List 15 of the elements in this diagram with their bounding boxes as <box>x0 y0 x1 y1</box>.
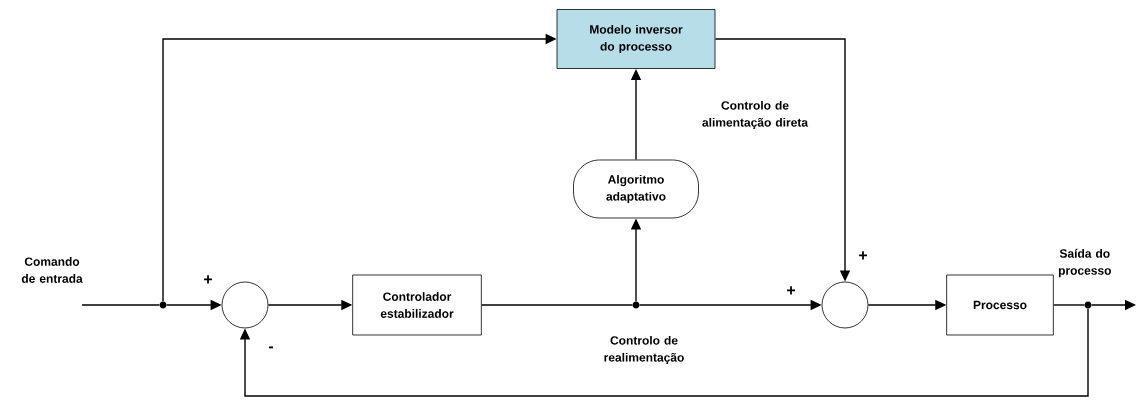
process-box: Processo <box>946 274 1054 336</box>
signal-label: Controlo de alimentação direta <box>702 100 809 130</box>
sign-label: + <box>787 286 795 295</box>
summing-junction <box>821 281 869 329</box>
summing-junction <box>221 281 269 329</box>
signal-label: Controlo de realimentação <box>604 335 684 365</box>
arrow <box>239 308 1089 397</box>
output-label: Saída do processo <box>1058 248 1111 278</box>
model-box: Modelo inversor do processo <box>556 9 716 69</box>
sign-label: + <box>204 275 213 284</box>
input-label: Comando de entrada <box>21 257 83 283</box>
sign-label: + <box>859 251 867 260</box>
sign-label: - <box>269 346 274 349</box>
controller-box: Controlador estabilizador <box>352 274 482 336</box>
algorithm-box: Algoritmo adaptativo <box>573 159 699 219</box>
